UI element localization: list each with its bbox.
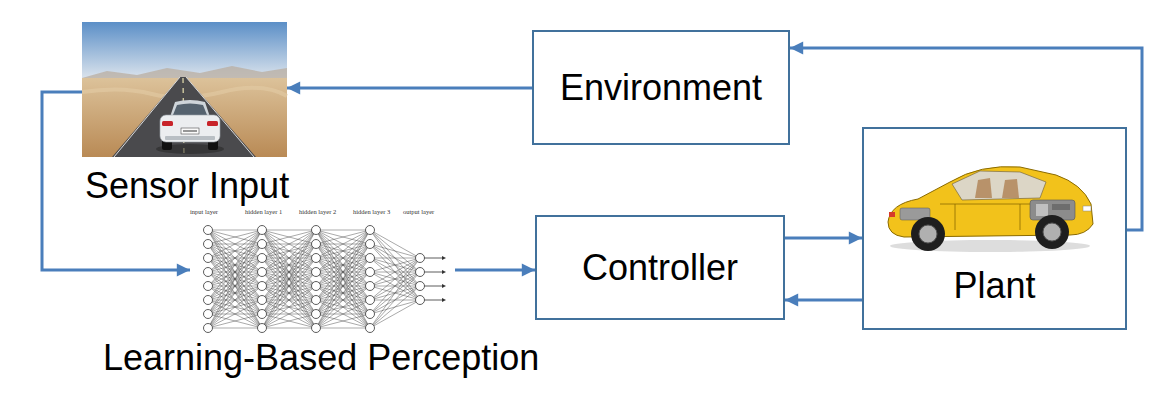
signal-arrow bbox=[785, 299, 862, 302]
process-box: Controller bbox=[535, 215, 785, 320]
signal-arrow bbox=[790, 48, 1142, 230]
road-photo bbox=[82, 22, 287, 157]
node-caption: Learning-Based Perception bbox=[103, 338, 539, 378]
signal-arrow bbox=[287, 87, 532, 90]
signal-arrow bbox=[455, 269, 535, 272]
car-cutaway bbox=[888, 167, 1093, 252]
perception-network: Learning-Based Perception bbox=[190, 210, 455, 330]
node-label: Environment bbox=[560, 68, 762, 108]
layer-label: output layer bbox=[403, 208, 434, 215]
layer-label: hidden layer 3 bbox=[353, 208, 390, 215]
sensor-input-image: Sensor Input bbox=[82, 22, 287, 157]
process-box: Environment bbox=[532, 30, 790, 145]
node-label: Plant bbox=[953, 266, 1035, 306]
layer-label: hidden layer 1 bbox=[245, 208, 282, 215]
plant-box: Plant bbox=[862, 127, 1127, 330]
signal-arrow bbox=[785, 237, 862, 240]
layer-label: input layer bbox=[190, 208, 218, 215]
node-label: Controller bbox=[582, 248, 738, 288]
neural-network bbox=[204, 226, 447, 333]
layer-label: hidden layer 2 bbox=[299, 208, 336, 215]
node-caption: Sensor Input bbox=[85, 166, 289, 206]
